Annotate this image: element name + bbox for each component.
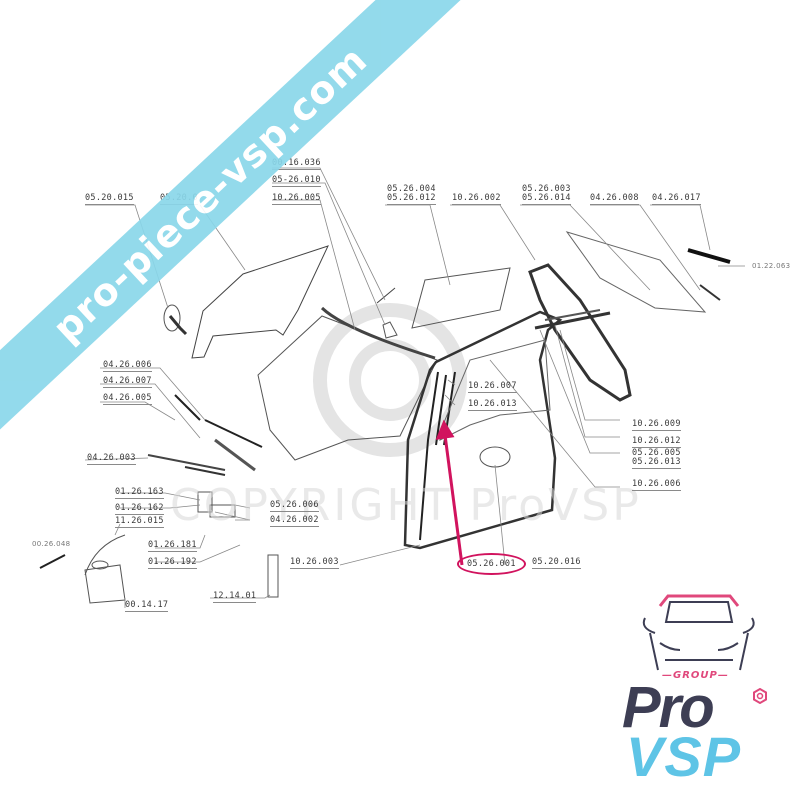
logo-vsp-text: VSP <box>626 725 742 788</box>
car-outline-icon <box>642 594 755 671</box>
part-label: 10.26.012 <box>632 436 681 448</box>
part-label: 12.14.01 <box>213 591 257 603</box>
part-label: 05.20.015 <box>85 193 134 205</box>
part-label: 01.26.162 <box>115 503 164 515</box>
logo-group-text: —GROUP— <box>662 670 729 681</box>
part-label: 04.26.003 <box>87 453 136 465</box>
part-label: 04.26.008 <box>590 193 639 205</box>
part-label: 05-26.010 <box>272 175 321 187</box>
part-label: 00.14.17 <box>125 600 169 612</box>
watermark-text: COPYRIGHT ProVSP <box>170 480 642 531</box>
part-label: 04.26.017 <box>652 193 701 205</box>
part-label: 10.26.006 <box>632 479 681 491</box>
provsp-logo: —GROUP— Pro VSP <box>600 588 790 788</box>
part-label: 00.16.036 <box>272 158 321 170</box>
part-label: 10.26.003 <box>290 557 339 569</box>
part-label: 11.26.015 <box>115 516 164 528</box>
part-label: 05.26.004 <box>387 184 436 194</box>
part-label: 04.26.006 <box>103 360 152 372</box>
part-label: 10.26.005 <box>272 193 321 205</box>
highlighted-part-label: 05.26.001 <box>457 553 526 575</box>
part-label: 01.26.163 <box>115 487 164 499</box>
part-label: 05.26.006 <box>270 500 319 512</box>
part-label: 10.26.013 <box>468 399 517 411</box>
part-label: 05.26.005 <box>632 448 681 458</box>
part-label: 01.22.063 <box>752 262 791 270</box>
part-label: 01.26.181 <box>148 540 197 552</box>
part-label: 05.26.014 <box>522 193 571 205</box>
part-label: 05.26.003 <box>522 184 571 194</box>
logo-pro-text: Pro <box>622 675 715 740</box>
part-label: 00.26.048 <box>32 540 71 548</box>
part-label: 04.26.002 <box>270 515 319 527</box>
part-label: 10.26.002 <box>452 193 501 205</box>
part-label: 10.26.009 <box>632 419 681 431</box>
part-label: 05.20.016 <box>532 557 581 569</box>
hex-nut-icon <box>753 688 767 704</box>
part-label: 05.26.013 <box>632 457 681 469</box>
part-label: 01.26.192 <box>148 557 197 569</box>
copyright-watermark: COPYRIGHT ProVSP <box>170 480 642 531</box>
part-label: 10.26.007 <box>468 381 517 393</box>
part-label: 04.26.007 <box>103 376 152 388</box>
part-label: 05.26.012 <box>387 193 436 205</box>
part-label: 04.26.005 <box>103 393 152 405</box>
